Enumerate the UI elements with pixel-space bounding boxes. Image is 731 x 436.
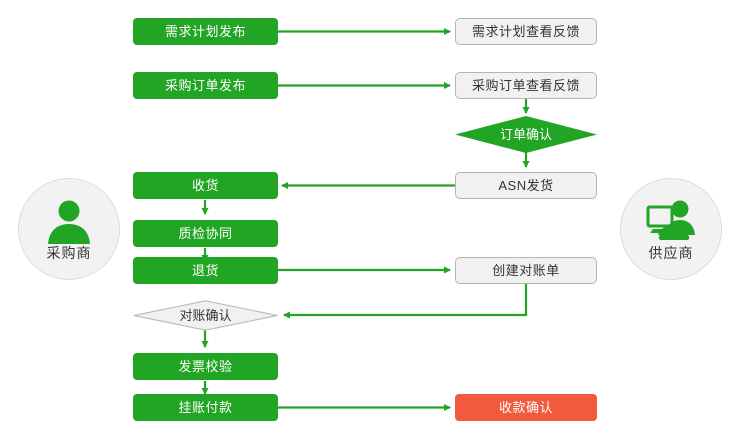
node-return-goods[interactable]: 退货 [133,257,278,284]
person-icon [48,200,90,244]
node-label: 发票校验 [178,359,233,374]
node-label: 退货 [191,263,219,278]
node-label: 订单确认 [499,127,552,142]
node-label: 采购订单发布 [164,78,246,93]
person-at-computer-icon [646,200,695,240]
node-label: 收货 [191,178,219,193]
node-label: ASN发货 [498,178,554,193]
node-asn-shipment[interactable]: ASN发货 [455,172,597,199]
node-label: 创建对账单 [492,263,560,278]
node-order-confirm[interactable]: 订单确认 [455,116,597,153]
node-create-statement[interactable]: 创建对账单 [455,257,597,284]
actor-buyer-label: 采购商 [46,244,92,261]
node-invoice-verify[interactable]: 发票校验 [133,353,278,380]
node-label: 收款确认 [498,400,553,415]
node-label: 采购订单查看反馈 [471,78,580,93]
diamond-shape [133,300,278,331]
edge-statement-to-confirm [283,284,528,319]
node-label: 需求计划查看反馈 [471,24,580,39]
node-statement-confirm[interactable]: 对账确认 [133,300,278,331]
node-label: 对账确认 [179,308,232,323]
node-label: 需求计划发布 [164,24,246,39]
node-po-feedback[interactable]: 采购订单查看反馈 [455,72,597,99]
diamond-shape [455,116,597,153]
actor-supplier-label: 供应商 [648,244,694,261]
node-quality-collab[interactable]: 质检协同 [133,220,278,247]
node-payment-confirm[interactable]: 收款确认 [455,394,597,421]
node-demand-plan-feedback[interactable]: 需求计划查看反馈 [455,18,597,45]
node-demand-plan-publish[interactable]: 需求计划发布 [133,18,278,45]
node-label: 挂账付款 [178,400,233,415]
actor-supplier[interactable]: 供应商 [620,178,722,280]
node-receive-goods[interactable]: 收货 [133,172,278,199]
node-label: 质检协同 [178,226,233,241]
actor-buyer[interactable]: 采购商 [18,178,120,280]
node-post-payment[interactable]: 挂账付款 [133,394,278,421]
node-po-publish[interactable]: 采购订单发布 [133,72,278,99]
